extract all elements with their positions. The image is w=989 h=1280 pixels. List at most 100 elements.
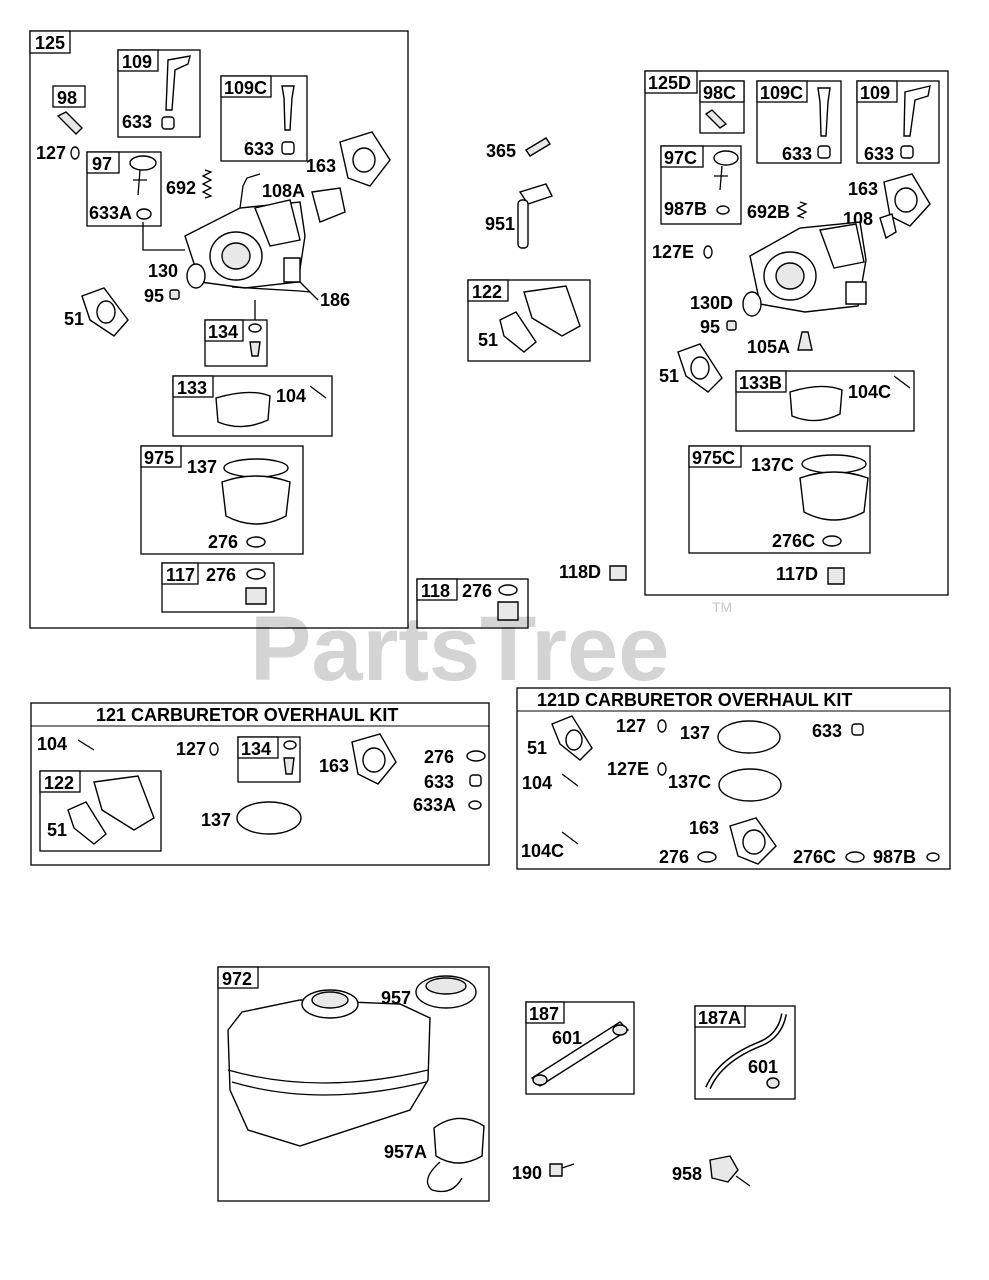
- label-125[interactable]: 125: [35, 33, 65, 53]
- label-130d[interactable]: 130D: [690, 293, 733, 313]
- fuel-tank-assembly: 972 957 957A: [217, 966, 490, 1202]
- screw-part: [56, 111, 83, 135]
- label-117[interactable]: 117: [166, 565, 195, 585]
- label-163-right[interactable]: 163: [848, 179, 878, 199]
- label-365[interactable]: 365: [486, 141, 516, 161]
- label-95-right[interactable]: 95: [700, 317, 720, 337]
- watermark-text: PartsTree: [250, 598, 669, 700]
- label-137[interactable]: 137: [187, 457, 217, 477]
- kit121-label-633a[interactable]: 633A: [413, 795, 456, 815]
- label-137c[interactable]: 137C: [751, 455, 794, 475]
- label-97[interactable]: 97: [92, 154, 112, 174]
- label-118d[interactable]: 118D: [559, 562, 601, 582]
- label-633-b[interactable]: 633: [244, 139, 274, 159]
- kit121-label-122[interactable]: 122: [44, 773, 74, 793]
- fasteners: 190 958: [512, 1155, 751, 1187]
- label-51-right[interactable]: 51: [659, 366, 679, 386]
- label-957[interactable]: 957: [381, 988, 411, 1008]
- label-633-right-b[interactable]: 633: [864, 144, 894, 164]
- kit121-label-276[interactable]: 276: [424, 747, 454, 767]
- label-125d[interactable]: 125D: [648, 73, 691, 93]
- label-98[interactable]: 98: [57, 88, 77, 108]
- kit121d-label-137c[interactable]: 137C: [668, 772, 711, 792]
- label-187a[interactable]: 187A: [698, 1008, 741, 1028]
- label-134[interactable]: 134: [208, 322, 238, 342]
- label-633[interactable]: 633: [122, 112, 152, 132]
- label-97c[interactable]: 97C: [664, 148, 697, 168]
- label-127e[interactable]: 127E: [652, 242, 694, 262]
- label-117d[interactable]: 117D: [776, 564, 818, 584]
- label-130[interactable]: 130: [148, 261, 178, 281]
- label-109[interactable]: 109: [122, 52, 152, 72]
- label-105a[interactable]: 105A: [747, 337, 790, 357]
- label-633-right-a[interactable]: 633: [782, 144, 812, 164]
- label-133b[interactable]: 133B: [739, 373, 782, 393]
- kit121-label-104[interactable]: 104: [37, 734, 67, 754]
- label-957a[interactable]: 957A: [384, 1142, 427, 1162]
- label-95[interactable]: 95: [144, 286, 164, 306]
- kit121d-label-104[interactable]: 104: [522, 773, 552, 793]
- label-51[interactable]: 51: [64, 309, 84, 329]
- kit121d-label-276[interactable]: 276: [659, 847, 689, 867]
- kit121d-label-987b[interactable]: 987B: [873, 847, 916, 867]
- label-109c-right[interactable]: 109C: [760, 83, 803, 103]
- kit121d-label-127e[interactable]: 127E: [607, 759, 649, 779]
- label-133[interactable]: 133: [177, 378, 207, 398]
- label-108a[interactable]: 108A: [262, 181, 305, 201]
- kit121d-label-633[interactable]: 633: [812, 721, 842, 741]
- label-187[interactable]: 187: [529, 1004, 559, 1024]
- kit-121d-title: 121D CARBURETOR OVERHAUL KIT: [537, 690, 852, 710]
- kit121-label-134[interactable]: 134: [241, 739, 271, 759]
- label-987b[interactable]: 987B: [664, 199, 707, 219]
- spacer-part: [523, 285, 581, 337]
- label-51-mid[interactable]: 51: [478, 330, 498, 350]
- label-109c[interactable]: 109C: [224, 78, 267, 98]
- kit121d-label-276c[interactable]: 276C: [793, 847, 836, 867]
- label-633a[interactable]: 633A: [89, 203, 132, 223]
- kit-121d: 121D CARBURETOR OVERHAUL KIT 51 127 137 …: [516, 687, 951, 870]
- vented-cap-part: [433, 1117, 485, 1164]
- kit121d-label-104c[interactable]: 104C: [521, 841, 564, 861]
- label-190[interactable]: 190: [512, 1163, 542, 1183]
- label-122[interactable]: 122: [472, 282, 502, 302]
- label-118[interactable]: 118: [421, 581, 450, 601]
- kit121d-label-127[interactable]: 127: [616, 716, 646, 736]
- label-972[interactable]: 972: [222, 969, 252, 989]
- label-163[interactable]: 163: [306, 156, 336, 176]
- kit121d-label-51[interactable]: 51: [527, 738, 547, 758]
- label-276-mid[interactable]: 276: [462, 581, 492, 601]
- kit121-label-51[interactable]: 51: [47, 820, 67, 840]
- label-601[interactable]: 601: [552, 1028, 582, 1048]
- kit121-label-633[interactable]: 633: [424, 772, 454, 792]
- label-692b[interactable]: 692B: [747, 202, 790, 222]
- label-104c[interactable]: 104C: [848, 382, 891, 402]
- label-276[interactable]: 276: [208, 532, 238, 552]
- label-975c[interactable]: 975C: [692, 448, 735, 468]
- label-109-right[interactable]: 109: [860, 83, 890, 103]
- kit-121: 121 CARBURETOR OVERHAUL KIT 104 127 134 …: [30, 702, 490, 866]
- label-975[interactable]: 975: [144, 448, 174, 468]
- label-276c[interactable]: 276C: [772, 531, 815, 551]
- label-951[interactable]: 951: [485, 214, 515, 234]
- kit121d-label-163[interactable]: 163: [689, 818, 719, 838]
- label-98c[interactable]: 98C: [703, 83, 736, 103]
- label-276-b[interactable]: 276: [206, 565, 236, 585]
- float-lever-part: [129, 155, 157, 171]
- kit121-label-137[interactable]: 137: [201, 810, 231, 830]
- kit121d-label-137[interactable]: 137: [680, 723, 710, 743]
- label-127[interactable]: 127: [36, 143, 66, 163]
- kit121-label-127[interactable]: 127: [176, 739, 206, 759]
- fuel-line-187: 187 601: [525, 1001, 635, 1095]
- middle-parts: 365 951 122 51 118 276 118D: [416, 137, 627, 629]
- fuel-line-187a: 187A 601: [694, 1005, 796, 1100]
- assembly-125d: 125D 98C 109C 633 109 633 97C 987B 692B …: [644, 70, 949, 596]
- fuel-tank-part: [227, 999, 431, 1147]
- label-958[interactable]: 958: [672, 1164, 702, 1184]
- kit121-label-163[interactable]: 163: [319, 756, 349, 776]
- watermark-tm: TM: [712, 599, 732, 615]
- label-104[interactable]: 104: [276, 386, 306, 406]
- label-601-b[interactable]: 601: [748, 1057, 778, 1077]
- label-692[interactable]: 692: [166, 178, 196, 198]
- label-186[interactable]: 186: [320, 290, 350, 310]
